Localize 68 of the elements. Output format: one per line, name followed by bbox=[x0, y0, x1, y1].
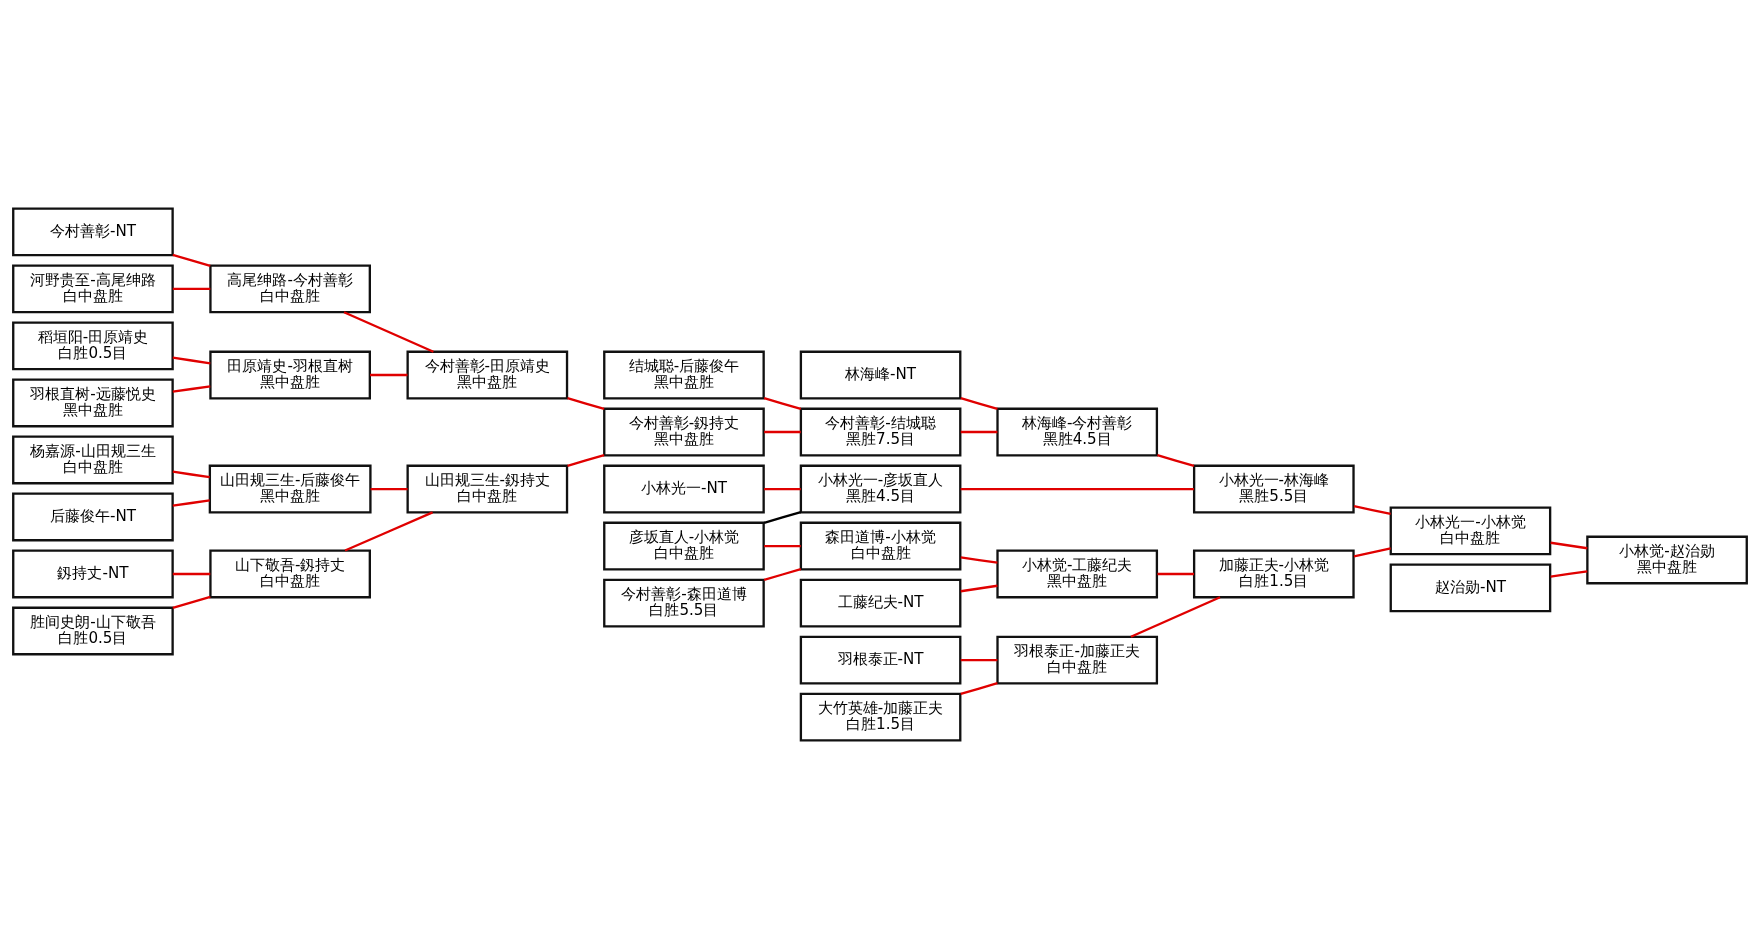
connector bbox=[960, 658, 998, 662]
node-box: 今村善彰-森田道博 白胜5.5目 bbox=[603, 578, 765, 628]
node-box: 小林光一-NT bbox=[603, 464, 765, 514]
node-box: 山田规三生-后藤俊午 黑中盘胜 bbox=[208, 464, 372, 514]
node-box: 羽根泰正-加藤正夫 白中盘胜 bbox=[996, 635, 1159, 685]
connector bbox=[960, 584, 998, 593]
connector bbox=[764, 487, 801, 491]
node-box: 今村善彰-结城聪 黑胜7.5目 bbox=[799, 407, 962, 457]
node-box: 杨嘉源-山田规三生 白中盘胜 bbox=[12, 435, 174, 485]
connector bbox=[172, 385, 211, 393]
node-box: 今村善彰-釼持丈 黑中盘胜 bbox=[603, 407, 765, 457]
connector bbox=[763, 511, 802, 524]
connector bbox=[370, 487, 408, 491]
connector bbox=[1157, 572, 1194, 576]
connector bbox=[172, 499, 210, 507]
node-box: 工藤纪夫-NT bbox=[799, 578, 962, 628]
connector bbox=[960, 682, 998, 695]
node-box: 小林觉-赵治勋 黑中盘胜 bbox=[1586, 535, 1748, 585]
node-box: 今村善彰-田原靖史 黑中盘胜 bbox=[406, 350, 569, 400]
connector bbox=[567, 454, 605, 467]
node-box: 小林觉-工藤纪夫 黑中盘胜 bbox=[996, 549, 1159, 599]
connector bbox=[344, 511, 434, 552]
connector bbox=[1353, 547, 1391, 558]
node-box: 山下敬吾-釼持丈 白中盘胜 bbox=[209, 549, 371, 599]
connector bbox=[172, 356, 211, 365]
connector bbox=[370, 373, 408, 377]
connector bbox=[763, 568, 802, 581]
node-box: 高尾绅路-今村善彰 白中盘胜 bbox=[209, 264, 371, 314]
node-box: 大竹英雄-加藤正夫 白胜1.5目 bbox=[799, 692, 962, 742]
connector bbox=[960, 556, 998, 564]
node-box: 河野贵至-高尾绅路 白中盘胜 bbox=[12, 264, 174, 314]
connector bbox=[172, 470, 210, 479]
connector bbox=[1353, 504, 1391, 516]
node-box: 小林光一-彦坂直人 黑胜4.5目 bbox=[799, 464, 962, 514]
node-box: 林海峰-今村善彰 黑胜4.5目 bbox=[996, 407, 1159, 457]
connector bbox=[1130, 596, 1221, 638]
node-box: 釼持丈-NT bbox=[12, 549, 174, 599]
node-box: 羽根泰正-NT bbox=[799, 635, 962, 685]
connector bbox=[567, 397, 605, 411]
node-box: 森田道博-小林觉 白中盘胜 bbox=[799, 521, 962, 571]
connector bbox=[1550, 541, 1588, 550]
connector bbox=[960, 430, 998, 434]
node-box: 彦坂直人-小林觉 白中盘胜 bbox=[603, 521, 765, 571]
node-box: 胜间史朗-山下敬吾 白胜0.5目 bbox=[12, 606, 174, 656]
node-box: 后藤俊午-NT bbox=[12, 492, 174, 542]
node-box: 结城聪-后藤俊午 黑中盘胜 bbox=[603, 350, 765, 400]
node-box: 田原靖史-羽根直树 黑中盘胜 bbox=[209, 350, 371, 400]
node-box: 加藤正夫-小林觉 白胜1.5目 bbox=[1192, 549, 1355, 599]
connector bbox=[764, 544, 801, 548]
connector bbox=[172, 253, 211, 268]
node-box: 赵治勋-NT bbox=[1389, 563, 1552, 613]
node-box: 林海峰-NT bbox=[799, 350, 962, 400]
connector bbox=[1550, 570, 1588, 578]
connector bbox=[1157, 454, 1195, 468]
node-box: 今村善彰-NT bbox=[12, 207, 174, 257]
node-box: 小林光一-小林觉 白中盘胜 bbox=[1389, 506, 1552, 556]
node-box: 羽根直树-远藤悦史 黑中盘胜 bbox=[12, 378, 174, 428]
node-box: 小林光一-林海峰 黑胜5.5目 bbox=[1192, 464, 1355, 514]
node-box: 稻垣阳-田原靖史 白胜0.5目 bbox=[12, 321, 174, 371]
connector bbox=[172, 287, 211, 291]
node-box: 山田规三生-釼持丈 白中盘胜 bbox=[406, 464, 569, 514]
connector bbox=[960, 487, 1194, 491]
connector bbox=[764, 430, 801, 434]
connector bbox=[172, 595, 211, 610]
connector bbox=[343, 311, 434, 353]
connector bbox=[763, 397, 802, 411]
connector bbox=[960, 397, 998, 411]
connector bbox=[172, 572, 211, 576]
